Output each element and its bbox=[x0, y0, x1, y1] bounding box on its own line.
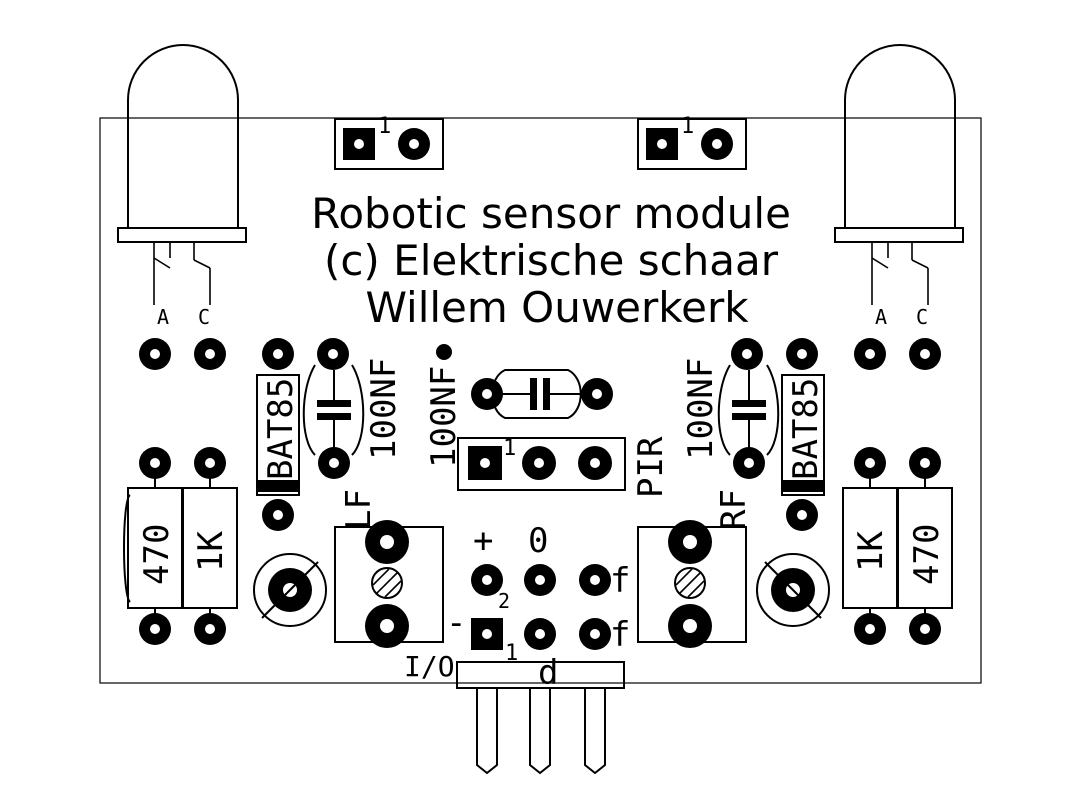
capacitor-left-label: 100NF bbox=[364, 358, 404, 460]
title-block: Robotic sensor module (c) Elektrische sc… bbox=[311, 189, 791, 332]
diode-bat85-right: BAT85 bbox=[781, 374, 826, 496]
diode-bat85-left: BAT85 bbox=[256, 374, 301, 496]
connector-top-left: 1 bbox=[334, 114, 444, 170]
sensor-lf: LF bbox=[334, 489, 444, 648]
trimmer-left bbox=[253, 553, 327, 627]
trimmer-right bbox=[756, 553, 830, 627]
connector-pir: 1 PIR bbox=[457, 436, 671, 498]
title-line-2: (c) Elektrische schaar bbox=[324, 236, 779, 285]
sensor-rf-label: RF bbox=[714, 489, 754, 530]
connector-pir-label: PIR bbox=[631, 436, 671, 498]
minus-label: - bbox=[446, 603, 466, 643]
io-pin1-label: 1 bbox=[505, 641, 518, 666]
resistors-left: 470 1K bbox=[123, 478, 238, 615]
led-left: A C bbox=[117, 44, 247, 329]
led-left-cathode-label: C bbox=[198, 305, 210, 329]
title-line-3: Willem Ouwerkerk bbox=[365, 283, 749, 332]
sensor-rf: RF bbox=[637, 489, 754, 648]
capacitor-right-label: 100NF bbox=[681, 358, 721, 460]
led-right-anode-label: A bbox=[875, 305, 887, 329]
capacitor-right: 100NF bbox=[681, 358, 780, 479]
diode-right-label: BAT85 bbox=[786, 378, 826, 480]
connector-top-right-pin1: 1 bbox=[681, 114, 694, 139]
title-line-1: Robotic sensor module bbox=[311, 189, 791, 238]
led-right-cathode-label: C bbox=[916, 305, 928, 329]
led-left-anode-label: A bbox=[157, 305, 169, 329]
resistor-left-1k-label: 1K bbox=[191, 531, 231, 572]
pin2-label: 2 bbox=[498, 589, 510, 613]
resistors-right: 1K 470 bbox=[842, 478, 953, 615]
connector-top-left-pin1: 1 bbox=[378, 114, 391, 139]
capacitor-left: 100NF bbox=[302, 358, 404, 479]
connector-top-right: 1 bbox=[637, 114, 747, 170]
f-top-label: f bbox=[610, 561, 630, 601]
board-outline bbox=[99, 117, 982, 684]
plus-label: + bbox=[473, 521, 493, 561]
connector-pir-pin1: 1 bbox=[503, 436, 516, 461]
pads-middle bbox=[139, 447, 941, 531]
io-label: I/O bbox=[404, 650, 455, 683]
pads-upper bbox=[139, 338, 941, 370]
resistor-right-470-label: 470 bbox=[907, 524, 947, 585]
diode-left-label: BAT85 bbox=[261, 378, 301, 480]
pads-lower bbox=[139, 613, 941, 645]
zero-label: 0 bbox=[528, 521, 548, 561]
f-bottom-label: f bbox=[610, 615, 630, 655]
resistor-right-1k-label: 1K bbox=[851, 531, 891, 572]
led-right: A C bbox=[834, 44, 964, 329]
capacitor-middle: 100NF bbox=[424, 344, 613, 468]
sensor-lf-label: LF bbox=[339, 489, 379, 530]
resistor-left-470-label: 470 bbox=[137, 524, 177, 585]
io-header-pads: + 0 2 f f - bbox=[446, 521, 630, 655]
io-header-connector: I/O 1 d bbox=[404, 641, 625, 775]
